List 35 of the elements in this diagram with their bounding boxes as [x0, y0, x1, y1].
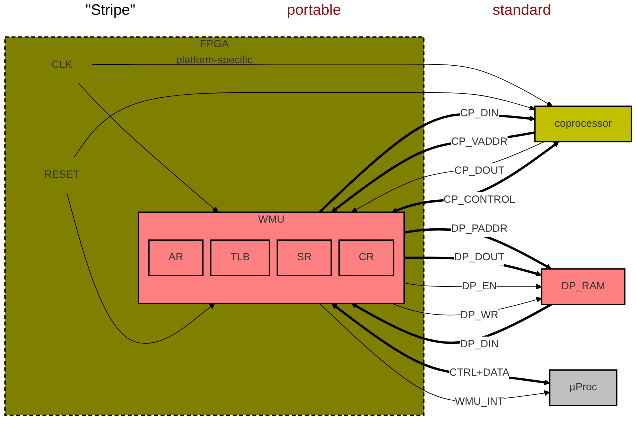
node-box: AR: [148, 239, 204, 276]
edge-label: CP_CONTROL: [444, 194, 516, 206]
arrow: [332, 303, 550, 386]
arrow: [319, 302, 550, 402]
node-box: coprocessor: [534, 105, 632, 142]
region-label: portable: [287, 2, 342, 19]
edge-label: CP_VADDR: [451, 136, 508, 148]
arrow: [352, 141, 545, 212]
edge-label: CP_DIN: [460, 107, 499, 119]
arrow: [74, 92, 536, 158]
arrow: [318, 112, 536, 213]
node-box: µProc: [549, 369, 618, 406]
node-box: TLB: [210, 239, 270, 276]
edge-label: DP_WR: [460, 310, 499, 321]
arrow: [78, 82, 219, 212]
node-box: DP_RAM: [541, 268, 626, 305]
arrow: [66, 192, 216, 344]
edge-label: DP_PADDR: [451, 222, 508, 234]
arrow: [92, 64, 553, 106]
node-text: RESET: [44, 169, 80, 180]
arrow: [392, 141, 560, 213]
edge-label: WMU_INT: [455, 396, 504, 408]
node-box: SR: [276, 239, 332, 276]
edge-label: DP_DOUT: [454, 252, 505, 263]
note-label: "Stripe": [86, 2, 136, 19]
edge-label: DP_EN: [462, 280, 498, 292]
edge-label: CP_DOUT: [454, 165, 505, 176]
arrow: [332, 131, 536, 212]
edge-label: DP_DIN: [460, 338, 499, 350]
edge-label: CTRL+DATA: [450, 367, 510, 378]
region-label: standard: [492, 2, 552, 19]
node-text: CLK: [52, 59, 72, 70]
node-box: CR: [338, 239, 395, 276]
arrow: [352, 303, 552, 344]
arrow: [404, 228, 552, 270]
